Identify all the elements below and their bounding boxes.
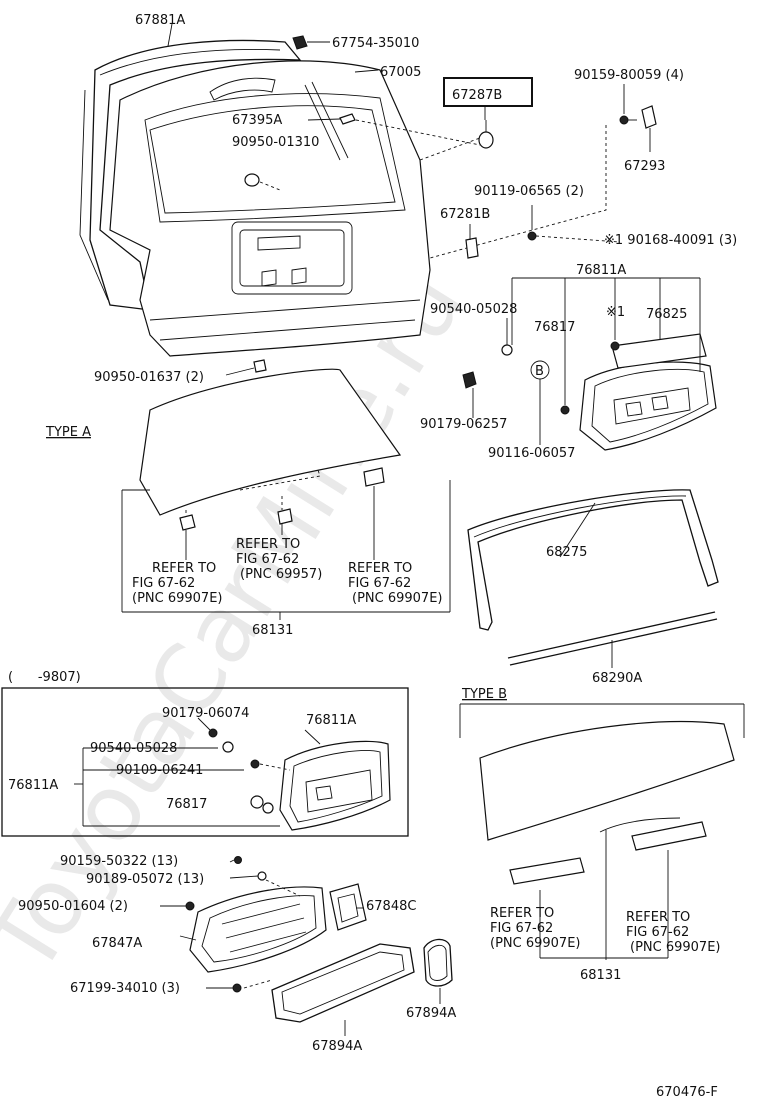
inner-panel-67847A — [189, 886, 327, 973]
label-76811A-left: 76811A — [8, 778, 58, 793]
callout-67287B: 67287B — [443, 77, 533, 107]
door-weatherstrip-67881A — [79, 39, 302, 311]
back-door-panel-67005 — [109, 60, 431, 357]
inset-lamp-76811A — [279, 740, 391, 831]
label-type-b: TYPE B — [461, 687, 507, 702]
label-90950-01637: 90950-01637 (2) — [94, 370, 204, 385]
label-90168-40091: ※1 90168-40091 (3) — [604, 233, 737, 248]
ref-a1-line2: FIG 67-62 — [132, 576, 195, 591]
bolt-90179-06257 — [462, 371, 477, 410]
label-90950-01310: 90950-01310 — [232, 135, 319, 150]
screw-90159-80059 — [619, 84, 637, 125]
cover-67848C — [329, 883, 367, 931]
seal-67894A-large — [271, 943, 415, 1023]
seal-67894A-small — [423, 938, 453, 987]
nut-90540-05028-top — [501, 344, 513, 356]
label-76811A-top: 76811A — [576, 263, 626, 278]
label-type-a: TYPE A — [45, 425, 91, 440]
screw-mark1 — [610, 341, 620, 351]
label-marker-B: B — [535, 364, 544, 379]
grommet-90950-01310 — [244, 173, 281, 191]
trim-board-type-a — [121, 368, 451, 620]
bottom-fasteners — [185, 856, 301, 993]
label-67293: 67293 — [624, 159, 665, 174]
ref-a3-line1: REFER TO — [348, 561, 412, 576]
label-90119-06565: 90119-06565 (2) — [474, 184, 584, 199]
ref-b1-line1: REFER TO — [490, 906, 554, 921]
labels: 67881A 67754-35010 67005 67287B 67395A 9… — [8, 13, 737, 1100]
label-90540-05028-top: 90540-05028 — [430, 302, 517, 317]
leader-67287B — [355, 119, 481, 161]
screw-90116-06057 — [560, 405, 570, 415]
stopper-67395A — [339, 113, 356, 125]
inset-fasteners — [74, 728, 291, 827]
label-90116-06057: 90116-06057 — [488, 446, 575, 461]
leader-dash-67293 — [429, 125, 607, 259]
stopper-67287B — [478, 120, 494, 149]
watermark-text: ToyotaCarMine.ru — [0, 253, 485, 992]
ref-a1-line3: (PNC 69907E) — [132, 591, 223, 606]
label-67881A: 67881A — [135, 13, 185, 28]
weatherstrip-68275 — [467, 489, 719, 631]
label-76817-box: 76817 — [166, 797, 207, 812]
lamp-assembly-76811A — [511, 277, 717, 451]
marker-B — [530, 360, 550, 445]
leader-lines — [160, 23, 613, 1036]
label-67848C: 67848C — [366, 899, 416, 914]
rod-68290A — [507, 611, 718, 666]
trim-board-type-b — [459, 703, 745, 960]
grommet-90950-01637 — [225, 359, 267, 376]
label-68131-b: 68131 — [580, 968, 621, 983]
label-67395A: 67395A — [232, 113, 282, 128]
ref-a1-line1: REFER TO — [152, 561, 216, 576]
label-90189-05072: 90189-05072 (13) — [86, 872, 204, 887]
ref-b2-line2: FIG 67-62 — [626, 925, 689, 940]
label-67005: 67005 — [380, 65, 421, 80]
label-mark1: ※1 — [606, 305, 625, 320]
label-68131-a: 68131 — [252, 623, 293, 638]
label-90179-06257: 90179-06257 — [420, 417, 507, 432]
label-76825: 76825 — [646, 307, 687, 322]
ref-b1-line2: FIG 67-62 — [490, 921, 553, 936]
label-90109-06241: 90109-06241 — [116, 763, 203, 778]
figure-code: 670476-F — [656, 1085, 718, 1100]
ref-a2-line2: FIG 67-62 — [236, 552, 299, 567]
screw-90119-06565 — [527, 205, 621, 243]
label-90950-01604: 90950-01604 (2) — [18, 899, 128, 914]
label-90159-50322: 90159-50322 (13) — [60, 854, 178, 869]
label-68275: 68275 — [546, 545, 587, 560]
ref-a3-line2: FIG 67-62 — [348, 576, 411, 591]
label-90179-06074: 90179-06074 — [162, 706, 249, 721]
ref-b2-line1: REFER TO — [626, 910, 690, 925]
label-68290A: 68290A — [592, 671, 642, 686]
label-67894A-bottom: 67894A — [312, 1039, 362, 1054]
label-67754-35010: 67754-35010 — [332, 36, 419, 51]
label-range: ( -9807) — [8, 670, 81, 685]
ref-b2-line3: (PNC 69907E) — [630, 940, 721, 955]
ref-b1-line3: (PNC 69907E) — [490, 936, 581, 951]
inset-box — [1, 687, 409, 837]
label-67287B: 67287B — [452, 88, 502, 103]
ref-a3-line3: (PNC 69907E) — [352, 591, 443, 606]
ref-a2-line1: REFER TO — [236, 537, 300, 552]
label-90540-05028-box: 90540-05028 — [90, 741, 177, 756]
label-76817-top: 76817 — [534, 320, 575, 335]
label-90159-80059: 90159-80059 (4) — [574, 68, 684, 83]
clip-67754-35010 — [292, 35, 330, 50]
ref-a2-line3: (PNC 69957) — [240, 567, 322, 582]
label-67199-34010: 67199-34010 (3) — [70, 981, 180, 996]
label-76811A-box: 76811A — [306, 713, 356, 728]
label-67847A: 67847A — [92, 936, 142, 951]
retainer-67281B — [465, 237, 479, 259]
label-67894A-right: 67894A — [406, 1006, 456, 1021]
clip-67293 — [641, 105, 657, 152]
label-67281B: 67281B — [440, 207, 490, 222]
